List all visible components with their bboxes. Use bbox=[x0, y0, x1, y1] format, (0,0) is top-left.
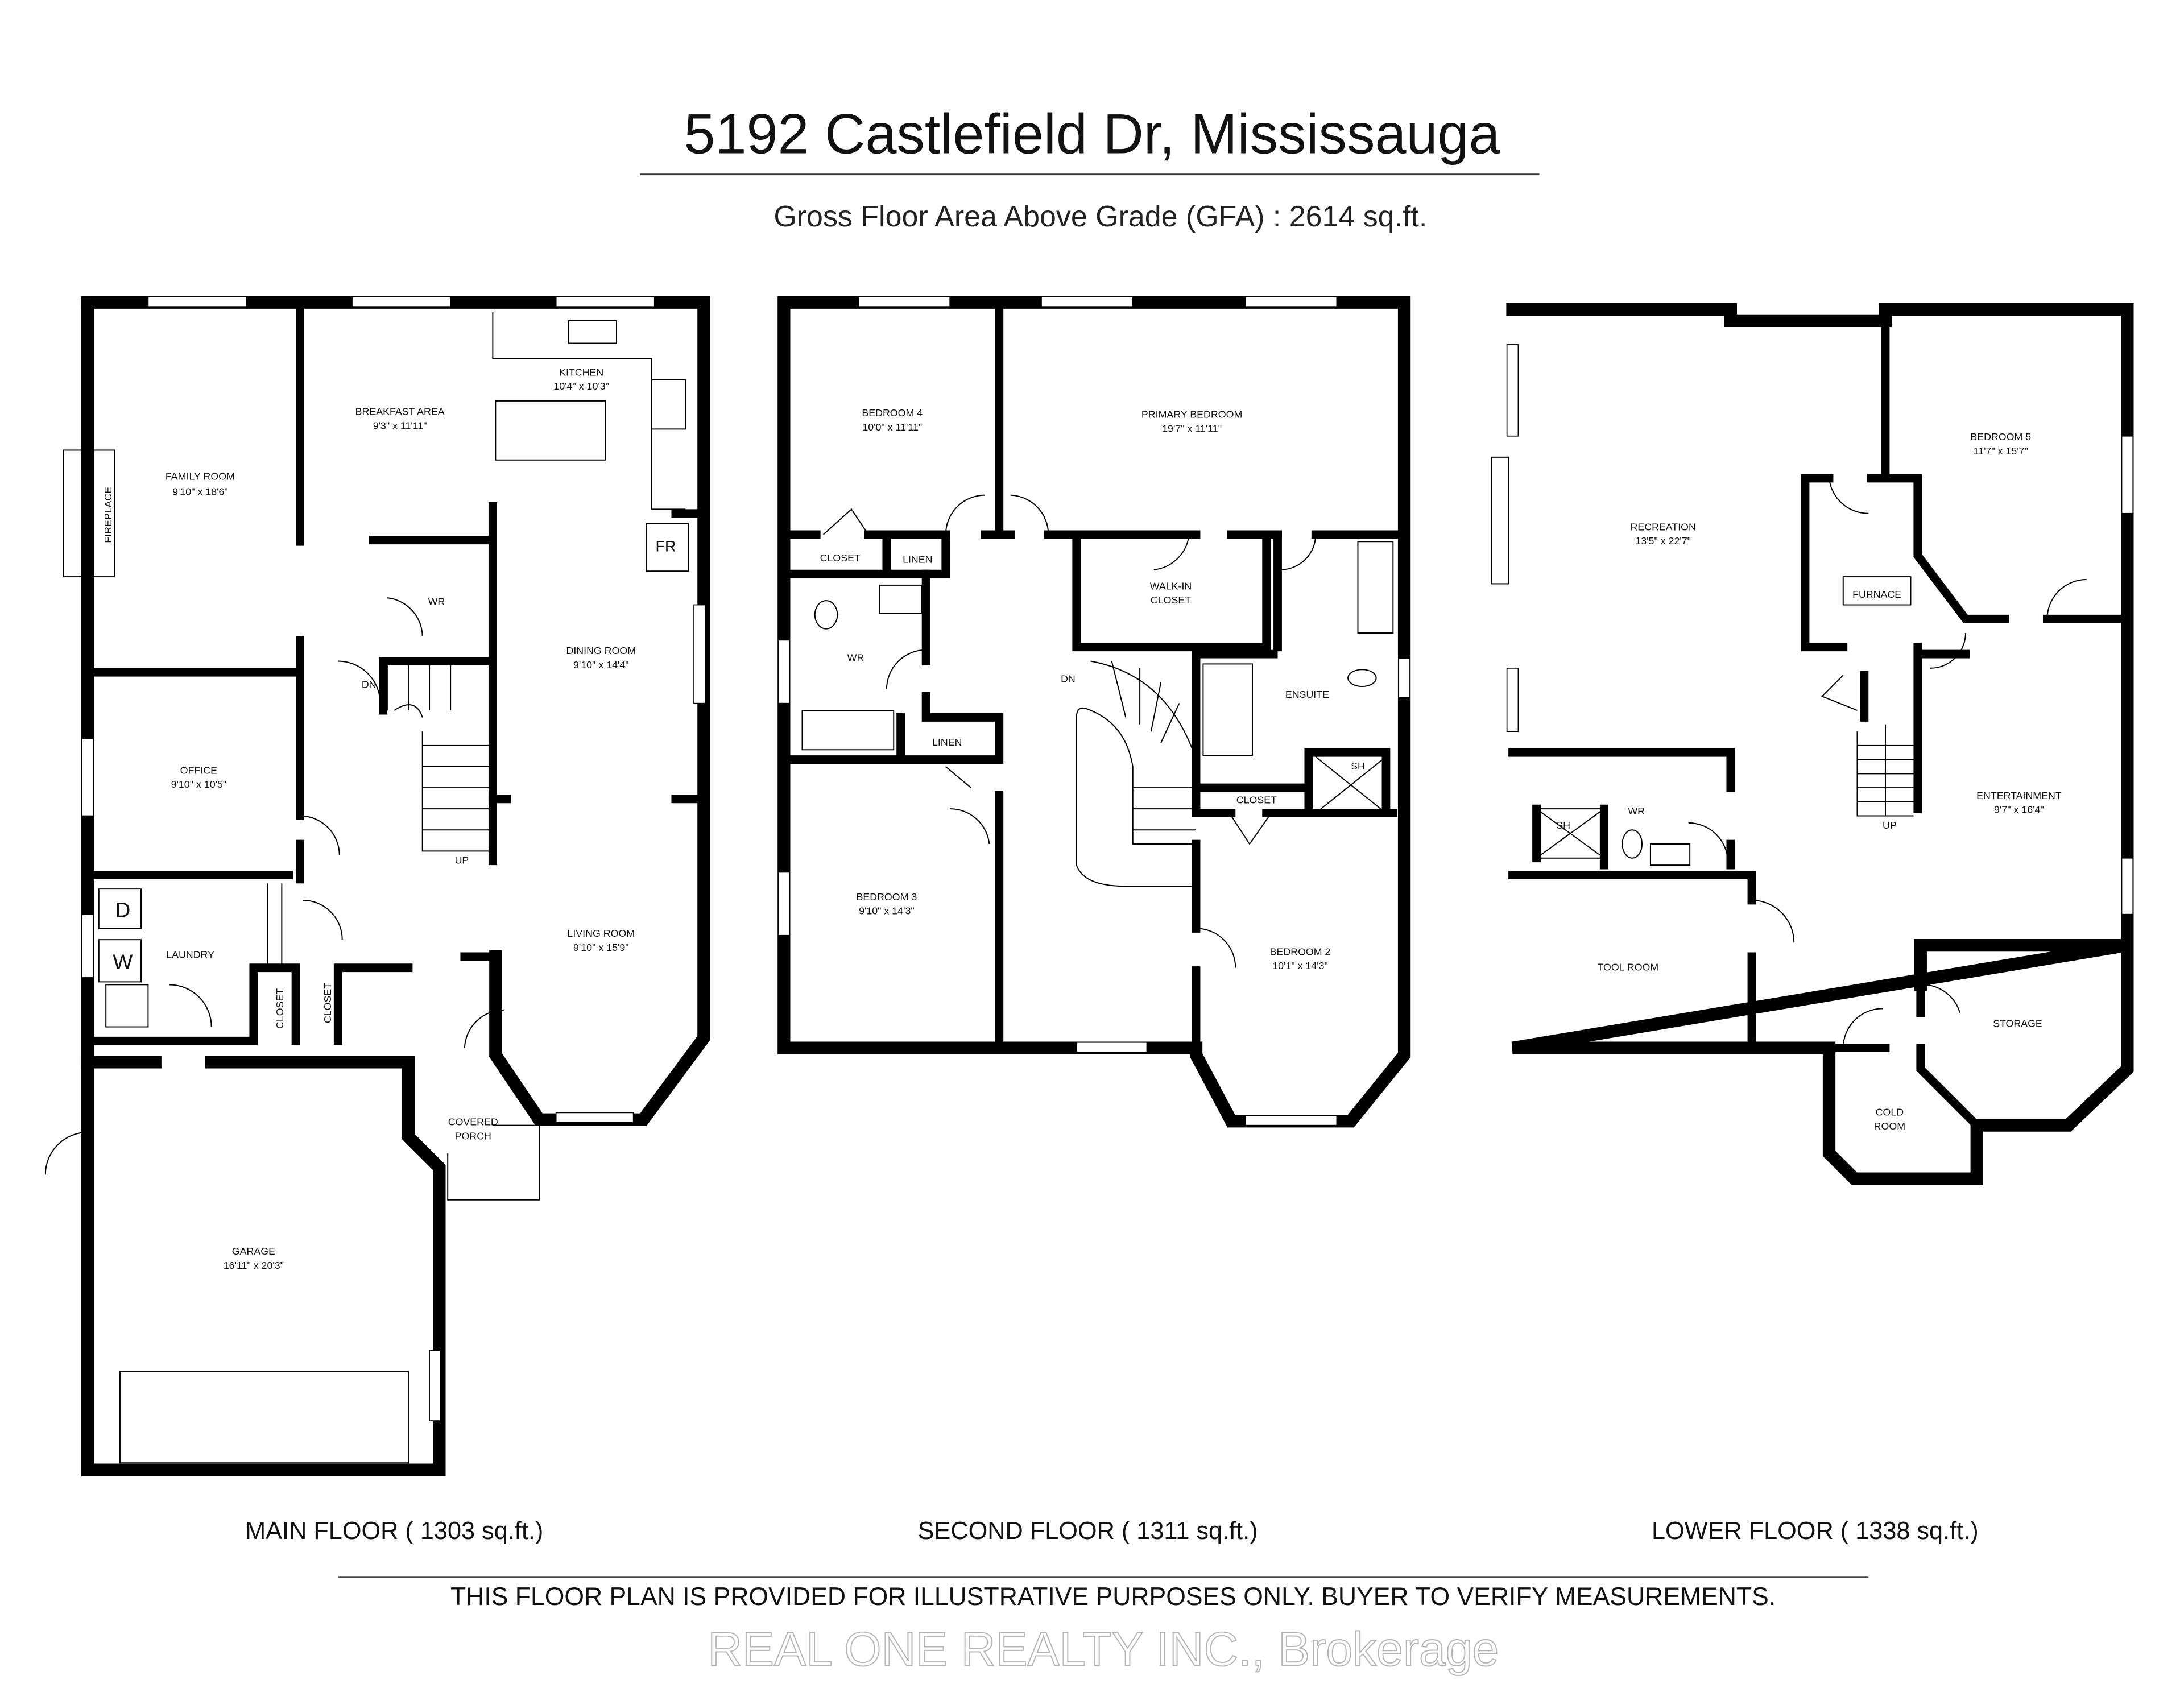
dining-room-label: DINING ROOM bbox=[566, 645, 636, 656]
shower-label: SH bbox=[1556, 820, 1570, 831]
office-label: OFFICE bbox=[180, 764, 217, 776]
main-dn-label: DN bbox=[362, 678, 377, 690]
linen-label: LINEN bbox=[932, 737, 962, 748]
main-floor-label: MAIN FLOOR ( 1303 sq.ft.) bbox=[245, 1517, 543, 1545]
cold-room-label: COLD bbox=[1876, 1106, 1904, 1118]
lower-floor-plan: RECREATION 13'5" x 22'7" BEDROOM 5 11'7"… bbox=[1491, 303, 2134, 1185]
lower-floor-label: LOWER FLOOR ( 1338 sq.ft.) bbox=[1652, 1517, 1979, 1545]
closet-label: CLOSET bbox=[274, 988, 286, 1029]
main-floor-plan: FAMILY ROOM 9'10" x 18'6" FIREPLACE BREA… bbox=[44, 296, 710, 1476]
walk-in-closet-label: WALK-IN bbox=[1150, 580, 1192, 591]
living-room-label: LIVING ROOM bbox=[567, 928, 635, 939]
tool-room-label: TOOL ROOM bbox=[1597, 962, 1658, 973]
sink-icon bbox=[568, 320, 618, 344]
bedroom-2-dims: 10'1" x 14'3" bbox=[1272, 960, 1328, 971]
washer-label: W bbox=[113, 950, 133, 974]
garage-label: GARAGE bbox=[232, 1246, 275, 1257]
second-stairs bbox=[1076, 660, 1197, 887]
second-wr-label: WR bbox=[847, 652, 864, 663]
garage-dims: 16'11" x 20'3" bbox=[224, 1260, 284, 1271]
primary-bedroom-label: PRIMARY BEDROOM bbox=[1141, 409, 1242, 420]
bedroom-2-label: BEDROOM 2 bbox=[1270, 946, 1331, 957]
entertainment-label: ENTERTAINMENT bbox=[1976, 790, 2062, 801]
cold-room-label-2: ROOM bbox=[1874, 1120, 1905, 1132]
entertainment-dims: 9'7" x 16'4" bbox=[1994, 804, 2044, 816]
dryer-label: D bbox=[115, 898, 130, 922]
living-room-dims: 9'10" x 15'9" bbox=[573, 942, 629, 953]
linen-label: LINEN bbox=[903, 553, 932, 565]
fridge-label: FR bbox=[655, 537, 676, 555]
lower-stairs bbox=[1856, 724, 1914, 817]
covered-porch-label: COVERED bbox=[448, 1116, 498, 1128]
fireplace-icon bbox=[92, 449, 115, 578]
plan-title: 5192 Castlefield Dr, Mississauga bbox=[684, 102, 1500, 166]
main-stairs bbox=[386, 661, 493, 852]
lower-up-label: UP bbox=[1883, 820, 1897, 831]
lower-wr-label: WR bbox=[1628, 805, 1645, 817]
kitchen-island bbox=[495, 400, 606, 461]
gfa-text: Gross Floor Area Above Grade (GFA) : 261… bbox=[774, 200, 1427, 233]
furnace-label: FURNACE bbox=[1852, 589, 1901, 600]
bathtub-icon bbox=[1202, 663, 1253, 756]
bedroom-4-label: BEDROOM 4 bbox=[862, 407, 923, 419]
kitchen-dims: 10'4" x 10'3" bbox=[553, 380, 609, 392]
family-room-dims: 9'10" x 18'6" bbox=[172, 486, 228, 498]
walk-in-closet-label-2: CLOSET bbox=[1151, 594, 1191, 606]
bedroom-5-dims: 11'7" x 15'7" bbox=[1974, 445, 2028, 457]
breakfast-area-dims: 9'3" x 11'11" bbox=[373, 420, 427, 431]
toilet-icon bbox=[1622, 829, 1643, 859]
primary-bedroom-dims: 19'7" x 11'11" bbox=[1162, 423, 1222, 434]
second-floor-plan: BEDROOM 4 10'0" x 11'11" PRIMARY BEDROOM… bbox=[777, 296, 1411, 1128]
furnace-box bbox=[1842, 576, 1912, 606]
second-floor-label: SECOND FLOOR ( 1311 sq.ft.) bbox=[918, 1517, 1258, 1545]
recreation-dims: 13'5" x 22'7" bbox=[1635, 535, 1691, 547]
toilet-icon bbox=[814, 600, 838, 630]
covered-porch-label-2: PORCH bbox=[455, 1130, 491, 1141]
bedroom-5-label: BEDROOM 5 bbox=[1970, 431, 2031, 442]
shower-label: SH bbox=[1351, 760, 1365, 772]
second-dn-label: DN bbox=[1061, 673, 1076, 685]
disclaimer-text: THIS FLOOR PLAN IS PROVIDED FOR ILLUSTRA… bbox=[450, 1583, 1776, 1611]
fireplace-label: FIREPLACE bbox=[102, 487, 114, 543]
toilet-icon bbox=[1347, 669, 1377, 687]
family-room-label: FAMILY ROOM bbox=[166, 470, 235, 482]
stove-icon bbox=[651, 379, 686, 430]
fridge-icon bbox=[645, 523, 689, 572]
closet-label: CLOSET bbox=[1236, 794, 1277, 805]
breakfast-area-label: BREAKFAST AREA bbox=[355, 406, 445, 417]
main-wr-label: WR bbox=[428, 596, 445, 607]
main-up-label: UP bbox=[455, 855, 469, 866]
bedroom-4-dims: 10'0" x 11'11" bbox=[862, 421, 922, 433]
bedroom-3-dims: 9'10" x 14'3" bbox=[859, 905, 915, 917]
dining-room-dims: 9'10" x 14'4" bbox=[573, 659, 629, 671]
garage-door bbox=[119, 1371, 409, 1464]
storage-label: STORAGE bbox=[1993, 1018, 2042, 1029]
ensuite-label: ENSUITE bbox=[1285, 689, 1329, 700]
closet-label: CLOSET bbox=[820, 552, 861, 564]
recreation-label: RECREATION bbox=[1630, 521, 1695, 532]
bathtub-icon bbox=[801, 710, 895, 751]
closet-label: CLOSET bbox=[322, 983, 333, 1023]
kitchen-label: KITCHEN bbox=[559, 366, 603, 378]
office-dims: 9'10" x 10'5" bbox=[171, 779, 227, 790]
laundry-label: LAUNDRY bbox=[166, 949, 214, 960]
brokerage-watermark: REAL ONE REALTY INC., Brokerage bbox=[708, 1622, 1499, 1675]
bedroom-3-label: BEDROOM 3 bbox=[856, 891, 917, 903]
